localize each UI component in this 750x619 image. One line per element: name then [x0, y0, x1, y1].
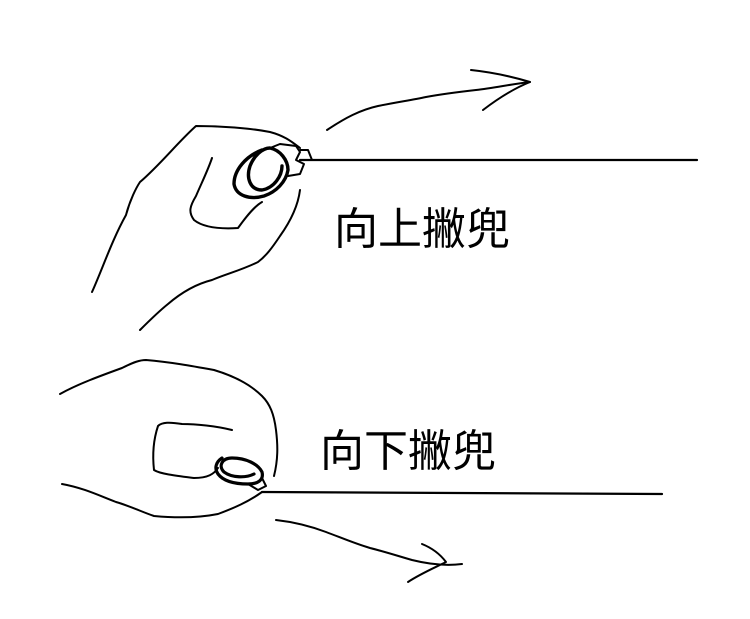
lower-hand-palm — [62, 484, 262, 517]
upper-knot — [234, 148, 288, 198]
upper-hand-palm — [190, 158, 262, 228]
upper-hand-outline — [92, 126, 300, 292]
upper-figure — [92, 70, 697, 330]
lower-arrow-shaft — [276, 520, 462, 565]
lower-hand-finger — [153, 423, 232, 478]
lower-label: 向下撇兜 — [320, 426, 496, 477]
lower-knot — [216, 458, 262, 484]
upper-arrow-shaft — [327, 82, 530, 130]
upper-label: 向上撇兜 — [334, 204, 510, 255]
lower-cord-line — [262, 492, 662, 494]
upper-hand-thumb — [140, 190, 300, 330]
